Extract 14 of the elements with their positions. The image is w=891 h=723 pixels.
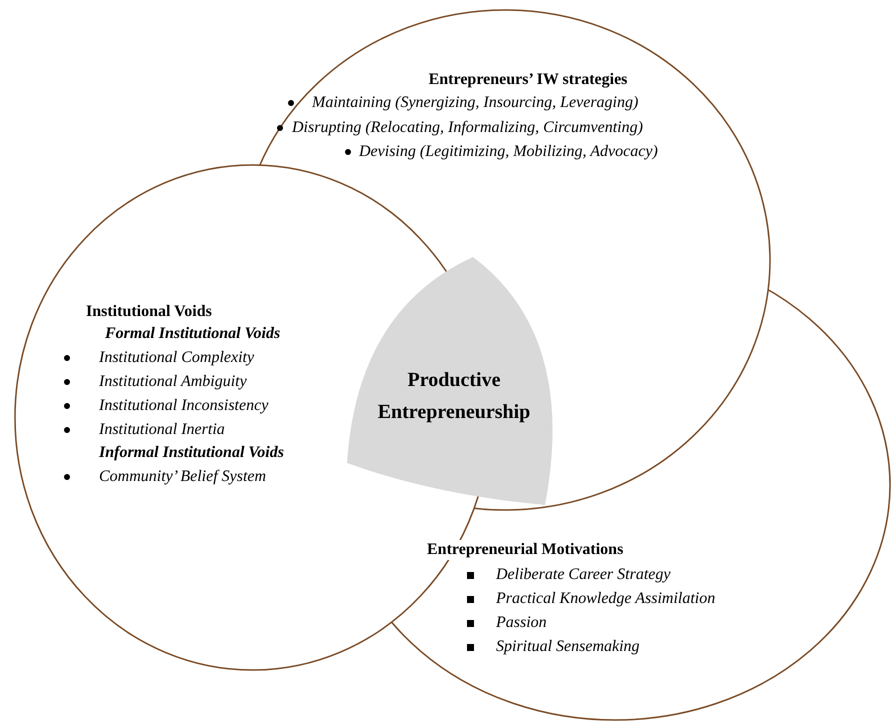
list-item-text: Community’ Belief System	[97, 467, 268, 487]
list-item-text: Institutional Ambiguity	[97, 372, 249, 392]
list-item-text: Institutional Complexity	[97, 348, 256, 368]
list-item-text: Institutional Inconsistency	[97, 396, 270, 416]
list-item-text: Deliberate Career Strategy	[494, 565, 672, 585]
list-item-text: Devising (Legitimizing, Mobilizing, Advocacy)	[357, 142, 660, 162]
section-heading: Entrepreneurs’ IW strategies	[426, 70, 630, 90]
center-label: Productive Entrepreneurship	[376, 368, 532, 425]
list-item-text: Maintaining (Synergizing, Insourcing, Leveraging)	[310, 93, 640, 113]
section-heading: Entrepreneurial Motivations	[425, 540, 626, 560]
list-item-text: Practical Knowledge Assimilation	[494, 589, 718, 609]
list-item-text: Disrupting (Relocating, Informalizing, Circumventing)	[290, 118, 645, 138]
subheading: Informal Institutional Voids	[97, 443, 286, 463]
list-item-text: Spiritual Sensemaking	[494, 637, 642, 657]
